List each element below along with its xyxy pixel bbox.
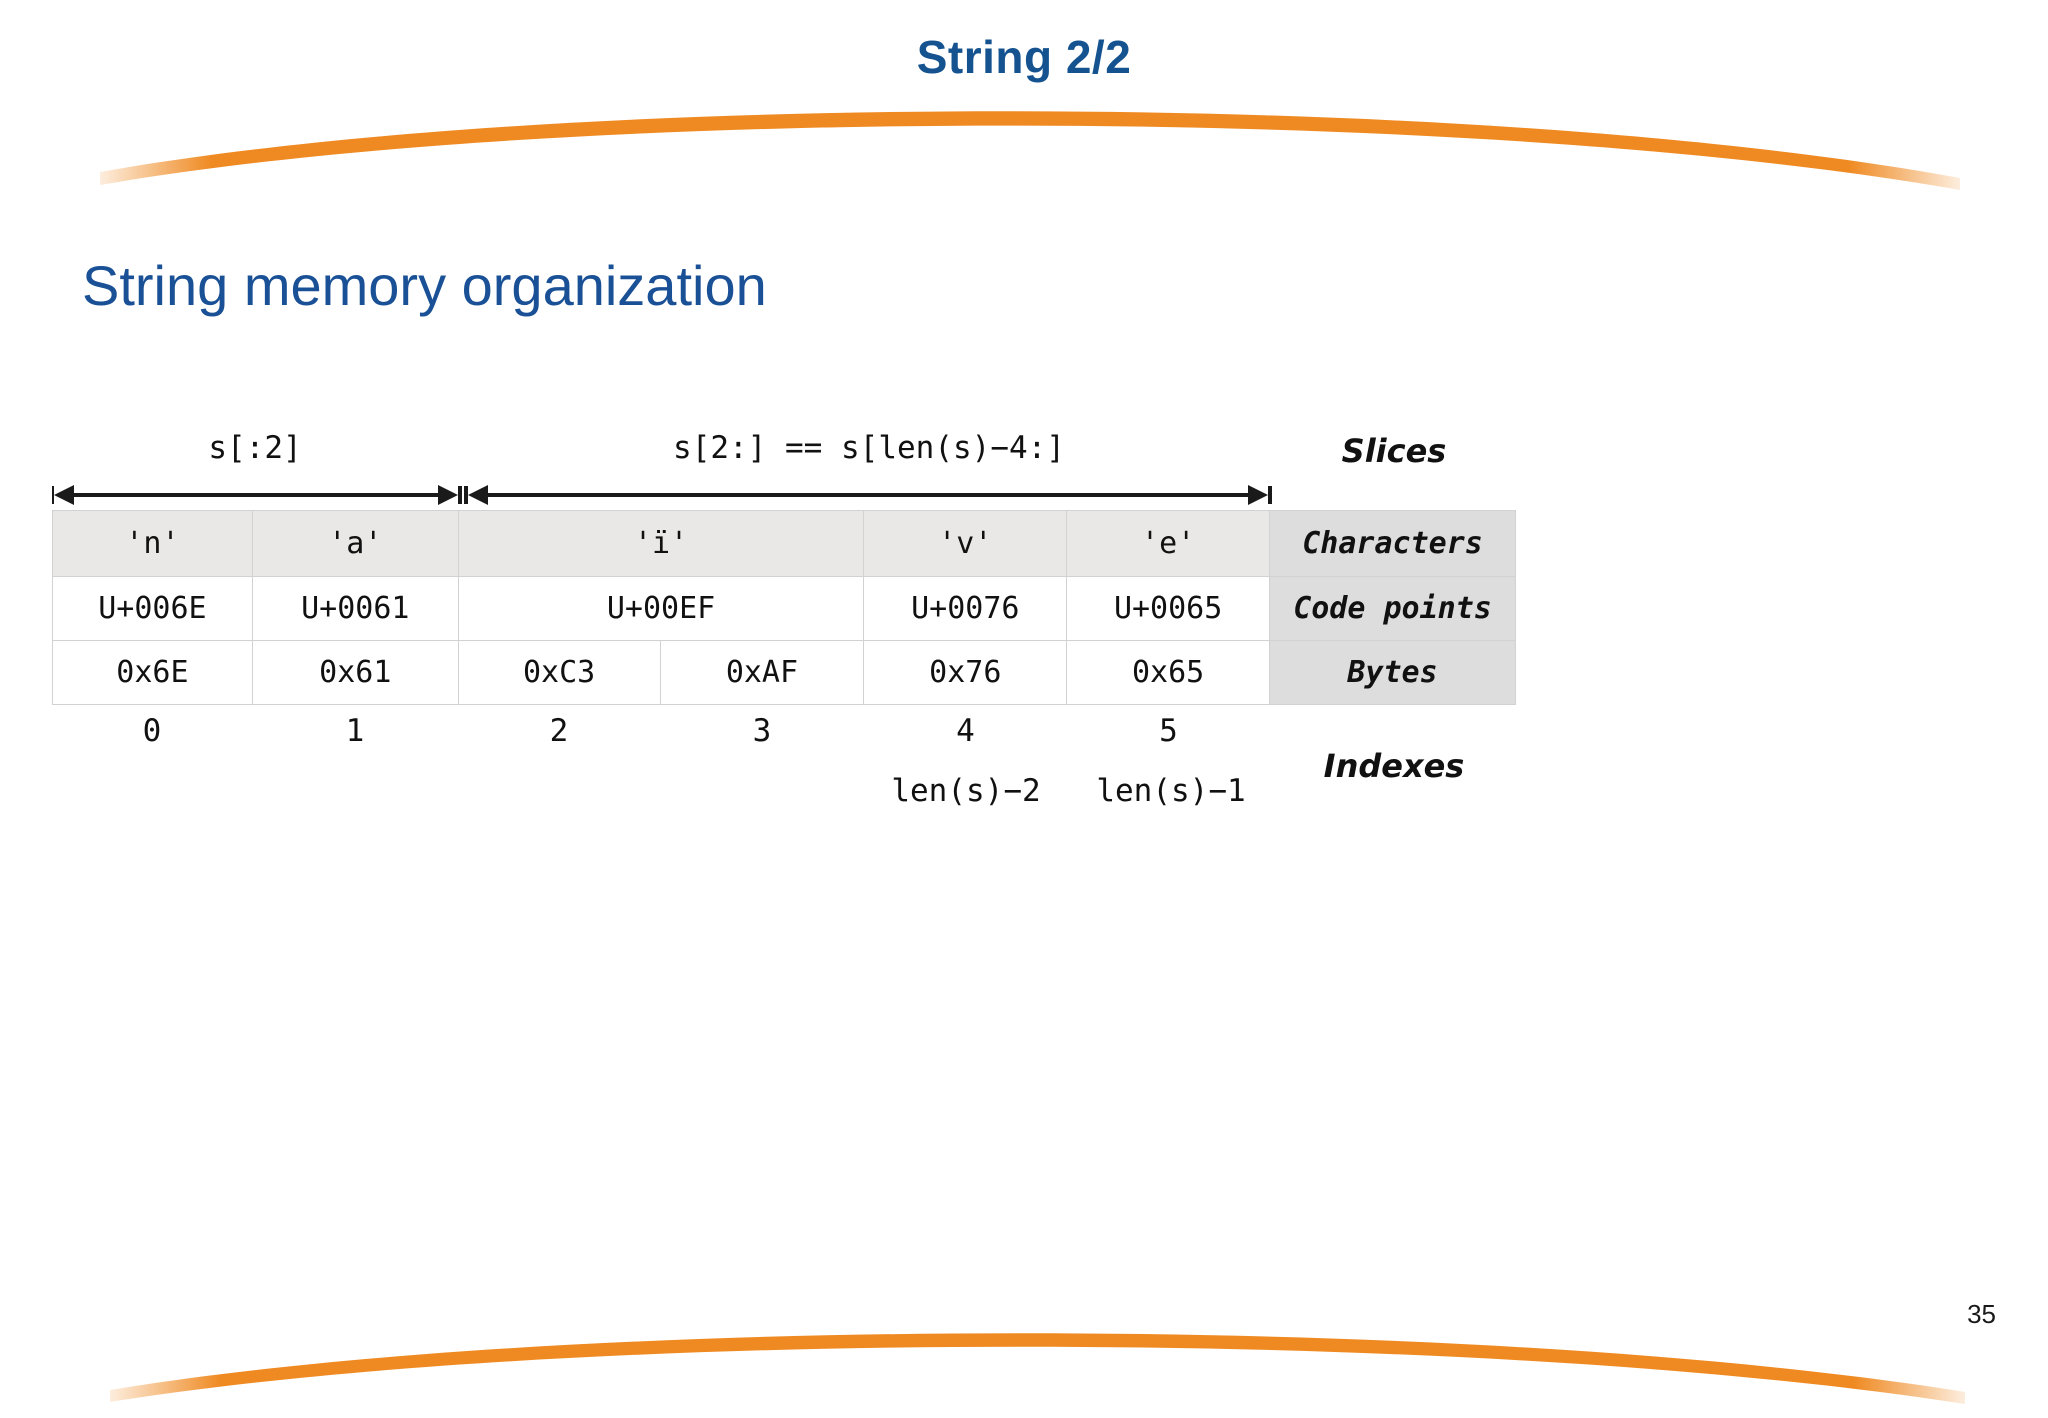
cell-codepoint-4: U+0076	[863, 576, 1068, 641]
page-number: 35	[1967, 1299, 1996, 1329]
cell-byte-0: 0x6E	[52, 640, 253, 705]
slice-arrows-icon	[50, 485, 1272, 505]
index-4: 4	[956, 713, 975, 749]
slice-label-right: s[2:] == s[len(s)−4:]	[673, 430, 1065, 466]
slice-label-row: s[:2] s[2:] == s[len(s)−4:] Slices	[52, 430, 1446, 482]
index-3: 3	[752, 713, 772, 749]
index-row: 0 1 2 3 4 5 Indexes	[52, 713, 1516, 785]
index-row-negative: len(s)−2 len(s)−1	[52, 773, 1516, 829]
row-label-characters: Characters	[1269, 510, 1516, 577]
cell-codepoint-5: U+0065	[1066, 576, 1271, 641]
table-row-code-points: U+006E U+0061 U+00EF U+0076 U+0065 Code …	[52, 576, 1516, 641]
cell-character-4: 'v'	[863, 510, 1068, 577]
cell-codepoint-0: U+006E	[52, 576, 253, 641]
cell-character-5: 'e'	[1066, 510, 1271, 577]
cell-byte-4: 0x76	[863, 640, 1068, 705]
table-row-characters: 'n' 'a' 'ï' 'v' 'e' Characters	[52, 510, 1516, 577]
cell-codepoint-2: U+00EF	[457, 576, 865, 641]
string-memory-diagram: s[:2] s[2:] == s[len(s)−4:] Slices	[50, 430, 1952, 829]
row-label-slices: Slices	[1341, 432, 1447, 470]
cell-byte-2: 0xC3	[457, 640, 661, 705]
slide-title: String 2/2	[916, 31, 1132, 83]
string-memory-table: 'n' 'a' 'ï' 'v' 'e' Characters U+006E U+…	[52, 510, 1516, 705]
cell-byte-5: 0x65	[1066, 640, 1271, 705]
table-row-bytes: 0x6E 0x61 0xC3 0xAF 0x76 0x65 Bytes	[52, 640, 1516, 705]
index-5: 5	[1159, 713, 1178, 749]
index-0: 0	[142, 713, 162, 749]
index-negative-4: len(s)−2	[891, 773, 1041, 809]
slice-label-left: s[:2]	[208, 430, 302, 466]
cell-character-2: 'ï'	[457, 510, 865, 577]
section-heading: String memory organization	[82, 254, 767, 317]
cell-codepoint-1: U+0061	[251, 576, 459, 641]
row-label-bytes: Bytes	[1269, 640, 1516, 705]
row-label-code-points: Code points	[1269, 576, 1516, 641]
index-1: 1	[345, 713, 365, 749]
row-label-indexes: Indexes	[1323, 747, 1465, 785]
slice-arrow-row	[50, 482, 1272, 508]
index-2: 2	[549, 713, 569, 749]
index-negative-5: len(s)−1	[1096, 773, 1246, 809]
cell-character-1: 'a'	[251, 510, 459, 577]
cell-character-0: 'n'	[52, 510, 253, 577]
cell-byte-3: 0xAF	[659, 640, 865, 705]
cell-byte-1: 0x61	[251, 640, 459, 705]
